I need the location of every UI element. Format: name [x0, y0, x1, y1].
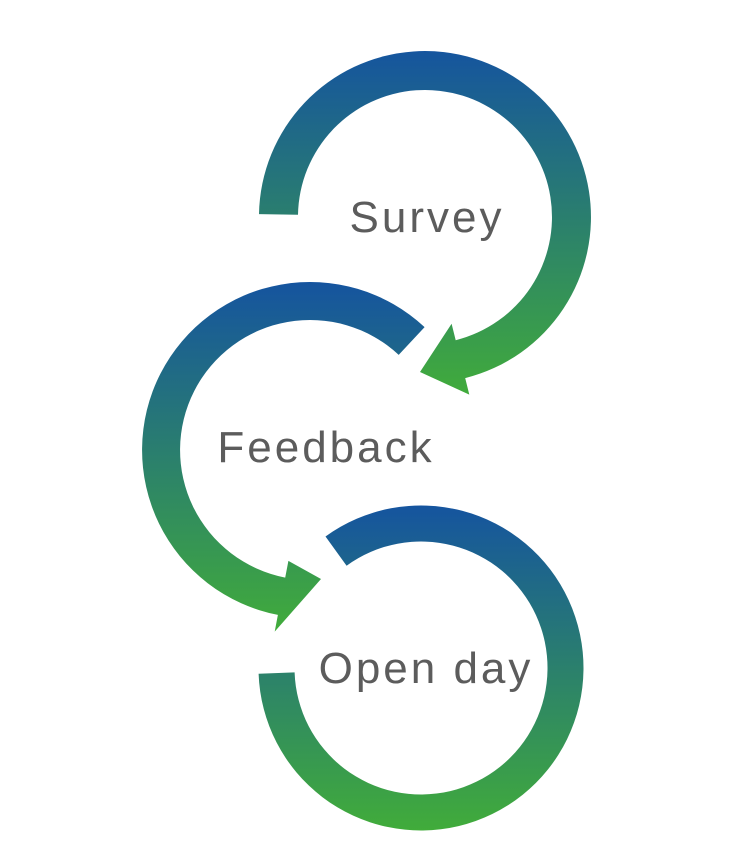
step-label-feedback: Feedback — [217, 423, 435, 472]
feedback-cycle-arrow — [142, 282, 425, 632]
step-label-open-day: Open day — [318, 644, 534, 693]
step-label-survey: Survey — [349, 193, 505, 242]
